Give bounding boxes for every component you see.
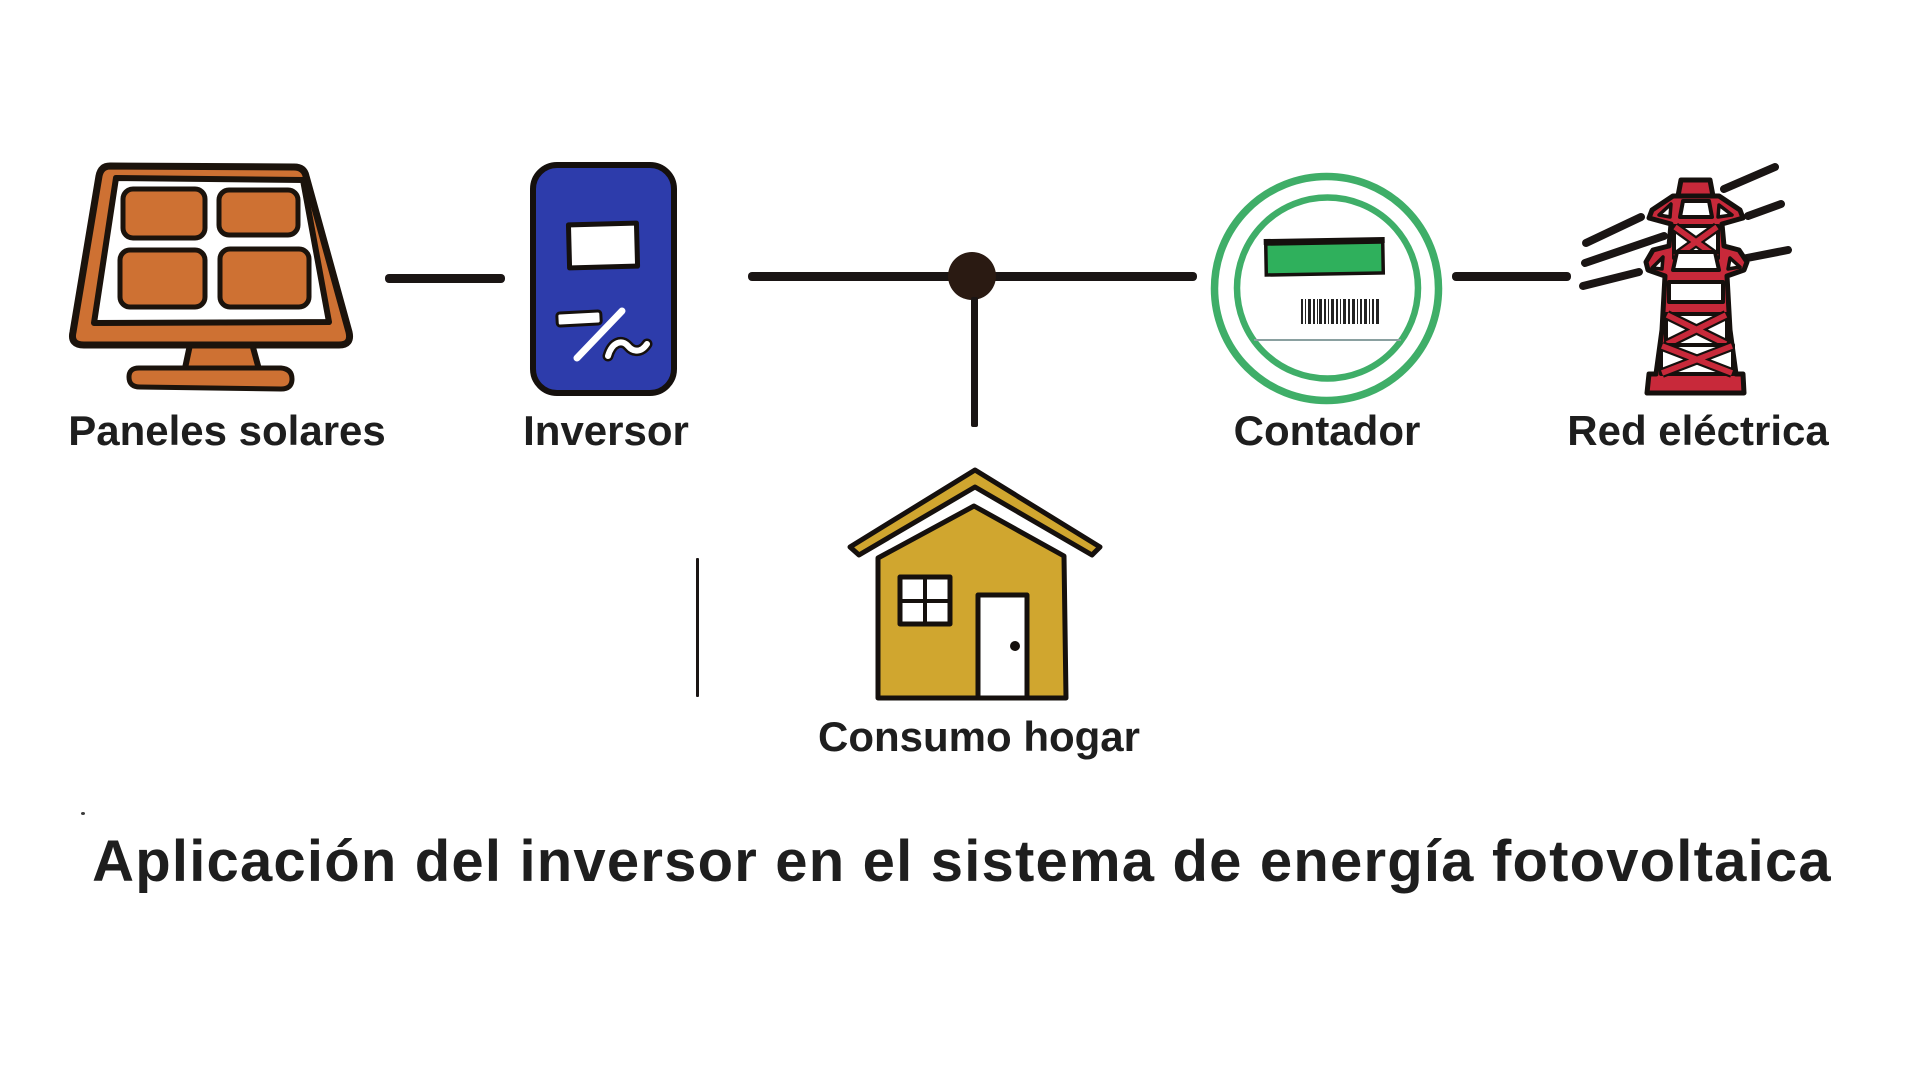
junction-dot: [948, 252, 996, 300]
solar-panel-icon: [69, 162, 353, 392]
connector-panel-inverter: [385, 274, 505, 283]
connector-meter-grid: [1452, 272, 1571, 281]
ink-speck: [81, 812, 85, 815]
stray-vertical-line: [696, 558, 699, 697]
power-tower-icon: [1579, 163, 1792, 396]
label-red-electrica: Red eléctrica: [1567, 407, 1829, 454]
house-icon: [847, 467, 1103, 701]
meter-icon: [1210, 172, 1443, 405]
label-paneles-solares: Paneles solares: [68, 407, 386, 454]
inverter-icon: [530, 162, 677, 396]
diagram-title: Aplicación del inversor en el sistema de…: [92, 829, 1832, 894]
power-lines: [1579, 163, 1792, 290]
label-contador: Contador: [1233, 407, 1421, 454]
connector-junction-house: [971, 297, 978, 427]
barcode: [1301, 299, 1379, 324]
label-consumo-hogar: Consumo hogar: [818, 713, 1140, 760]
label-inversor: Inversor: [523, 407, 689, 454]
